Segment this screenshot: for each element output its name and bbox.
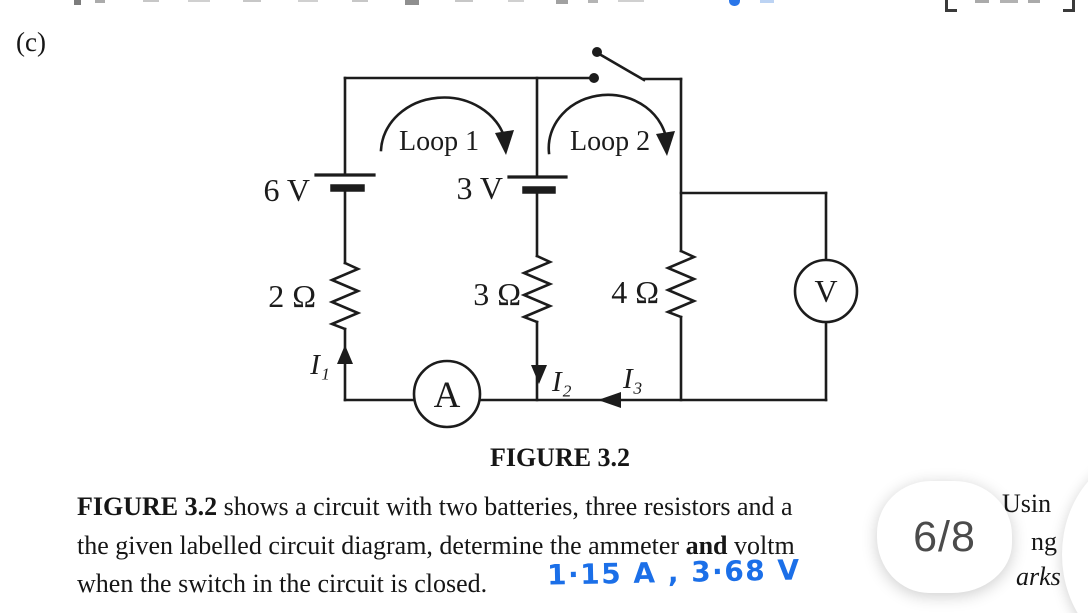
crop-artifact <box>298 0 318 2</box>
loop1-arrowhead <box>495 130 514 155</box>
circuit-arrowheads <box>337 47 675 408</box>
battery-6v-label: 6 V <box>263 172 310 208</box>
crop-artifact <box>352 0 368 2</box>
edge-fragment-line3: arks <box>1016 562 1061 591</box>
question-line-2-post: voltm <box>727 530 795 560</box>
current3-arrowhead <box>598 392 621 408</box>
circuit-wires <box>314 53 859 429</box>
crop-artifact <box>95 0 105 3</box>
loop2-label: Loop 2 <box>570 126 650 157</box>
crop-artifact <box>243 0 261 2</box>
ammeter-label: A <box>434 375 461 416</box>
section-label: (c) <box>16 27 46 57</box>
resistor-4ohm <box>664 249 698 319</box>
image-counter-text: 6/8 <box>913 512 976 561</box>
voltmeter-circle <box>793 258 859 324</box>
crop-artifact <box>618 0 644 2</box>
resistor-3ohm <box>520 254 554 324</box>
question-line-2-bold: and <box>685 530 728 560</box>
crop-artifact <box>1000 0 1018 3</box>
question-line-1-text: shows a circuit with two batteries, thre… <box>217 492 793 521</box>
crop-artifact <box>74 0 81 5</box>
crop-artifact <box>455 0 473 2</box>
ammeter-circle <box>412 359 482 429</box>
resistor-4ohm-label: 4 Ω <box>611 274 659 310</box>
switch-blade <box>599 53 646 82</box>
crop-artifact <box>975 0 989 3</box>
figure-caption: FIGURE 3.2 <box>489 443 631 472</box>
current2-arrowhead <box>531 365 547 384</box>
handwriting-fragment <box>729 0 740 6</box>
question-line-2: the given labelled circuit diagram, dete… <box>77 527 1057 566</box>
current3-label: I₃ <box>622 363 643 395</box>
current1-label: I₁ <box>309 349 330 381</box>
loop2-arrow-arc <box>547 93 669 155</box>
voltmeter-label: V <box>814 273 837 309</box>
image-counter-badge[interactable]: 6/8 <box>877 481 1012 593</box>
current1-arrowhead <box>337 345 353 364</box>
crop-artifact <box>405 0 419 5</box>
question-paragraph: FIGURE 3.2 shows a circuit with two batt… <box>77 488 1057 604</box>
edge-fragment-line2: ng <box>1031 527 1057 556</box>
crop-artifact <box>556 0 568 4</box>
resistor-2ohm-label: 2 Ω <box>268 278 316 314</box>
crop-artifact <box>1028 0 1040 3</box>
handwritten-answer: 1·15 A , 3·68 V <box>546 553 801 592</box>
resistor-3ohm-label: 3 Ω <box>473 276 521 312</box>
switch-pivot-dot <box>592 47 602 57</box>
crop-artifact <box>588 0 598 3</box>
bracket-fragment <box>1063 0 1075 12</box>
loop1-label: Loop 1 <box>399 126 479 157</box>
current2-label: I₂ <box>551 366 572 398</box>
crop-artifact <box>188 0 210 2</box>
loop2-arrowhead <box>656 131 675 156</box>
figure-ref: FIGURE 3.2 <box>77 492 218 521</box>
battery-3v-label: 3 V <box>456 170 503 206</box>
handwriting-fragment <box>760 0 774 3</box>
question-line-1: FIGURE 3.2 shows a circuit with two batt… <box>77 488 1057 527</box>
crop-artifact <box>508 0 524 2</box>
question-line-2-pre: the given labelled circuit diagram, dete… <box>77 530 686 560</box>
bracket-fragment <box>945 0 957 12</box>
switch-contact-dot <box>589 73 599 83</box>
question-line-3-text: when the switch in the circuit is closed… <box>77 569 488 598</box>
question-line-3: when the switch in the circuit is closed… <box>77 565 1057 604</box>
edge-fragment-line1: Usin <box>1002 489 1052 518</box>
loop1-arrow-arc <box>379 96 507 152</box>
circuit-labels: 6 V 3 V 2 Ω 3 Ω 4 Ω Loop 1 Loop 2 I₁ I₂ … <box>263 126 837 416</box>
resistor-2ohm <box>328 261 362 331</box>
crop-artifact <box>143 0 159 2</box>
